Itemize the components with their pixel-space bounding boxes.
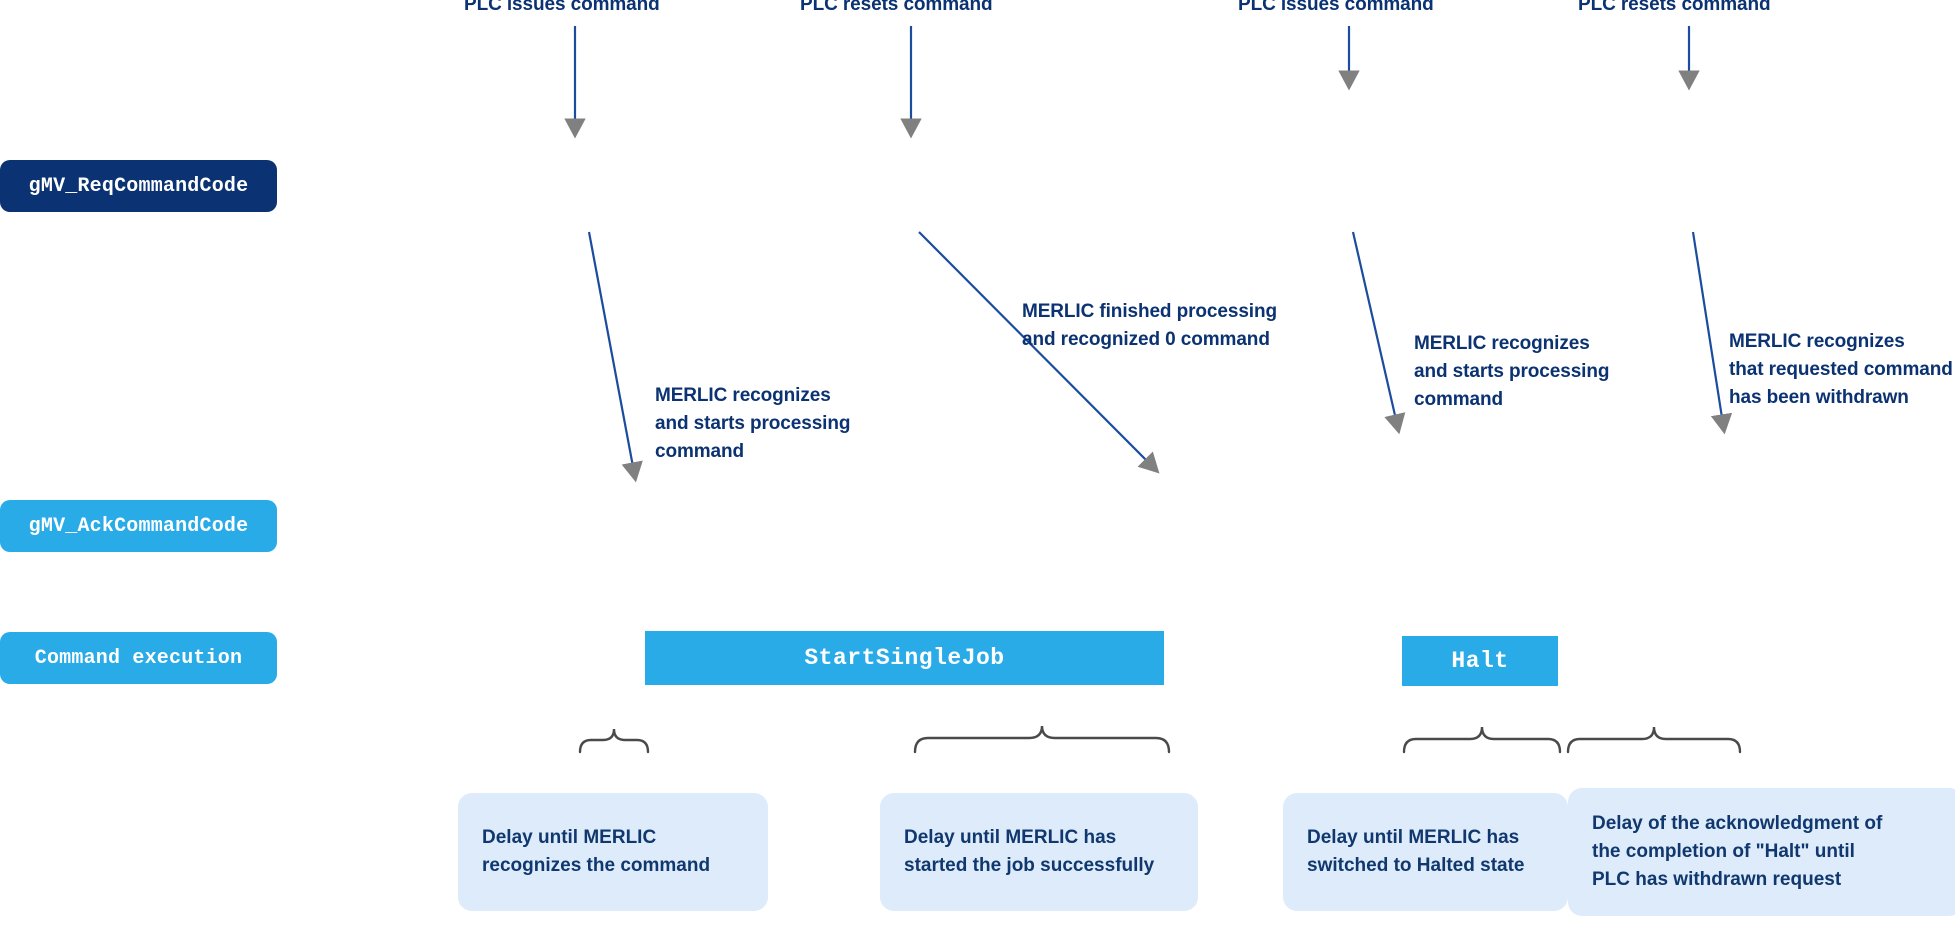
top-event-label-3: PLC resets command	[1578, 0, 1771, 15]
execution-bar-halt[interactable]: Halt	[1402, 636, 1558, 686]
callout-text-3: Delay of the acknowledgment of the compl…	[1592, 813, 1883, 890]
execution-bar-label-1: Halt	[1451, 648, 1509, 674]
lane-label-command-execution[interactable]: Command execution	[0, 632, 277, 684]
top-event-label-2: PLC issues command	[1238, 0, 1434, 15]
execution-bar-label-0: StartSingleJob	[804, 645, 1005, 671]
top-event-label-0: PLC issues command	[464, 0, 660, 15]
callout-text-2: Delay until MERLIC has switched to Halte…	[1307, 827, 1525, 876]
callout-delay-job-started[interactable]: Delay until MERLIC has started the job s…	[880, 793, 1198, 911]
plc-event-arrows	[564, 26, 1700, 139]
lane-label-req-text: gMV_ReqCommandCode	[28, 174, 249, 198]
execution-bar-start-single-job[interactable]: StartSingleJob	[645, 631, 1164, 685]
transition-note-2: MERLIC recognizes and starts processing …	[1414, 333, 1610, 410]
duration-braces	[578, 725, 1742, 754]
lane-label-exec-text: Command execution	[34, 646, 243, 670]
lane-label-ack-text: gMV_AckCommandCode	[28, 514, 249, 538]
transition-note-0: MERLIC recognizes and starts processing …	[655, 385, 851, 462]
lane-label-ack-command-code[interactable]: gMV_AckCommandCode	[0, 500, 277, 552]
transition-note-3: MERLIC recognizes that requested command…	[1729, 331, 1953, 408]
top-event-label-1: PLC resets command	[800, 0, 993, 15]
callout-text-1: Delay until MERLIC has started the job s…	[904, 827, 1155, 876]
callout-delay-ack-withdrawn[interactable]: Delay of the acknowledgment of the compl…	[1568, 788, 1955, 916]
callout-delay-recognize[interactable]: Delay until MERLIC recognizes the comman…	[458, 793, 768, 911]
transition-note-1: MERLIC finished processing and recognize…	[1022, 301, 1277, 350]
callout-delay-halted-state[interactable]: Delay until MERLIC has switched to Halte…	[1283, 793, 1568, 911]
callout-text-0: Delay until MERLIC recognizes the comman…	[482, 827, 711, 876]
lane-label-req-command-code[interactable]: gMV_ReqCommandCode	[0, 160, 277, 212]
